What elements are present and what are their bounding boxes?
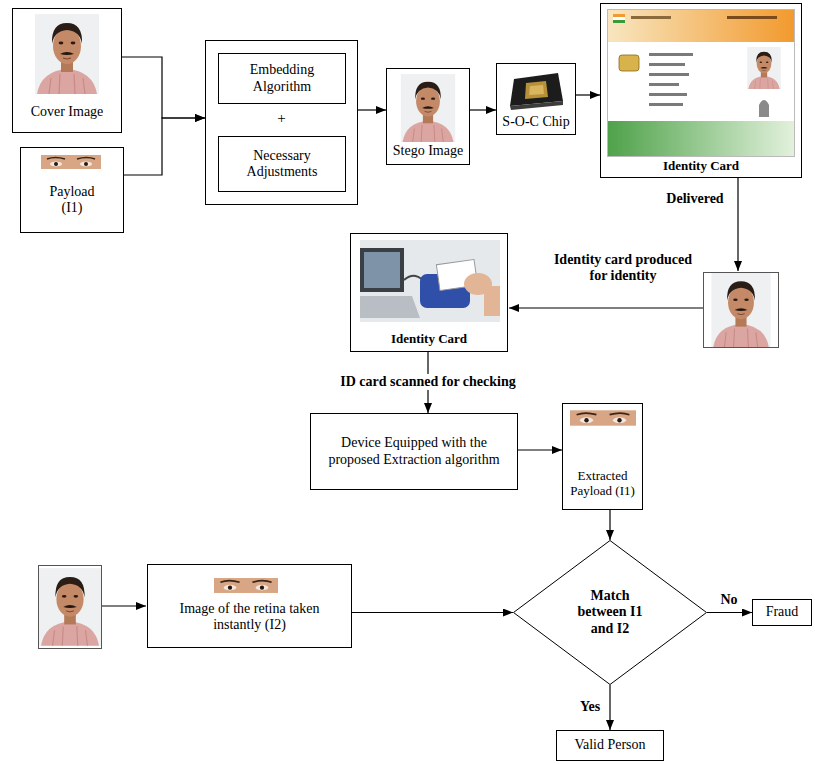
plus-sign: + [206, 110, 357, 127]
process-box: Necessary Adjustments [218, 136, 346, 192]
capture-arrow [102, 605, 146, 606]
photo-frame [39, 566, 102, 649]
flow-arrow [352, 612, 513, 613]
node-text: Valid Person [574, 737, 645, 753]
flow-arrow [609, 685, 610, 730]
node-text: S-O-C Chip [502, 114, 569, 130]
node-text: Stego Image [393, 143, 463, 159]
image-box: Payload (I1) [20, 147, 124, 233]
flow-arrow [470, 109, 496, 110]
node-text: Device Equipped with the proposed Extrac… [321, 435, 507, 467]
node-text: Embedding Algorithm [223, 62, 341, 94]
node-text: Payload (I1) [40, 184, 104, 216]
edge-label: Yes [577, 699, 603, 715]
flow-note: Identity card produced for identity [553, 252, 693, 284]
flow-arrow [518, 449, 562, 450]
node-text: Fraud [766, 604, 799, 620]
flow-arrow [358, 109, 386, 110]
extracted-eyes [570, 410, 636, 425]
flow-arrow [122, 57, 205, 118]
decision-diamond: Match between I1 and I2 [513, 540, 707, 685]
node-text: Image of the retina taken instantly (I2) [164, 601, 336, 633]
flow-note: Delivered [655, 191, 735, 207]
photo-frame [704, 273, 779, 348]
terminal-box: Fraud [752, 599, 812, 626]
image-box: Identity Card [350, 233, 508, 352]
process-box: Device Equipped with the proposed Extrac… [310, 413, 518, 490]
node-text: Match between I1 and I2 [568, 588, 652, 636]
image-box: S-O-C Chip [496, 63, 576, 135]
image-box: Extracted Payload (I1) [562, 403, 643, 510]
node-text: Identity Card [663, 159, 739, 174]
node-text: Extracted Payload (I1) [567, 469, 638, 499]
terminal-box: Valid Person [556, 730, 664, 761]
image-box: Stego Image [386, 68, 470, 165]
produce-arrow [509, 307, 703, 308]
delivery-arrow [737, 178, 738, 271]
id-card-picture [608, 10, 795, 157]
process-group: + Embedding AlgorithmNecessary Adjustment… [205, 40, 358, 205]
soc-chip [510, 73, 563, 110]
card-reader-picture [360, 240, 500, 322]
person-photo [39, 568, 101, 646]
edge-label: ID card scanned for checking [337, 374, 519, 390]
flow-arrow [124, 118, 205, 175]
cover-photo [35, 14, 99, 94]
retina-eyes [214, 578, 278, 593]
image-box: Cover Image [12, 8, 122, 133]
holder-photo [711, 273, 770, 347]
flow-arrow [609, 510, 610, 540]
node-text: Identity Card [391, 332, 467, 347]
node-text: Necessary Adjustments [223, 148, 341, 180]
node-text: Cover Image [31, 104, 104, 120]
image-box: Identity Card [600, 3, 802, 178]
process-box: Embedding Algorithm [218, 53, 346, 104]
payload-eyes [41, 155, 101, 169]
image-box: Image of the retina taken instantly (I2) [147, 564, 352, 648]
diamond-shape [514, 541, 707, 685]
flow-arrow [707, 612, 752, 613]
stego-photo [401, 74, 455, 142]
flow-arrow [576, 94, 600, 95]
edge-label: No [717, 592, 740, 608]
